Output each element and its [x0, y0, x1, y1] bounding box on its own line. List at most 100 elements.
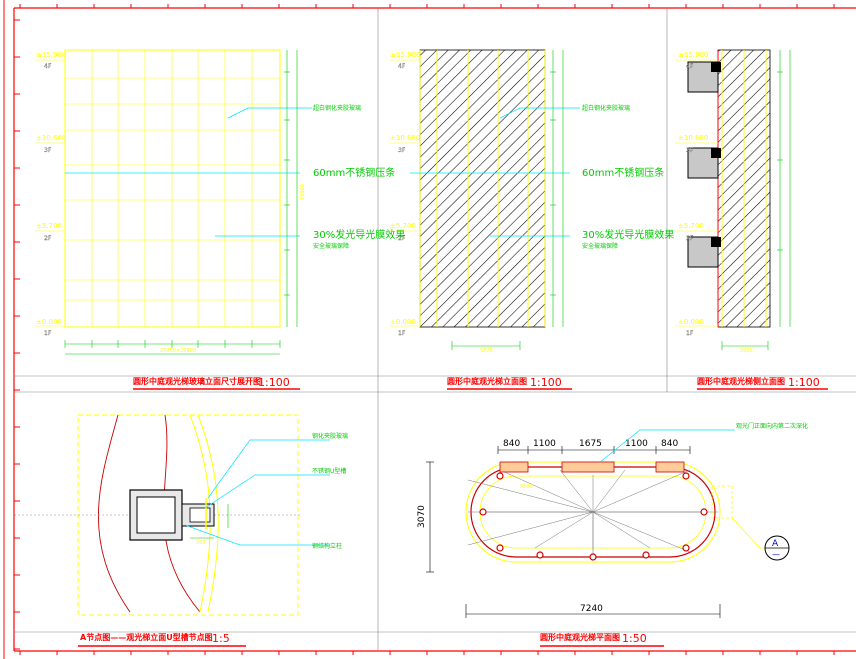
bottom-dimension: [65, 343, 280, 355]
panel-glass-elevation: ±15.900 4F ±10.600 3F ±5.700 2F ±0.000 1…: [35, 49, 405, 390]
material-note: 安全玻璃保障: [582, 242, 618, 250]
glass-panel-grid: [65, 50, 280, 327]
level-label: ±10.600: [390, 134, 420, 142]
left-dimension: [426, 461, 434, 573]
leader-line: [599, 429, 735, 463]
panel-detail-node: 钢化夹胶玻璃 不锈钢U型槽 钢结构立柱 200 A节点图——观光梯立面U型槽节点…: [14, 414, 348, 647]
top-dimension-chain: [497, 446, 691, 454]
dimension-chain: [550, 50, 564, 327]
detail-dimension: [190, 504, 229, 539]
bottom-dimension: [721, 341, 769, 350]
material-note: 超白钢化夹胶玻璃: [582, 104, 630, 112]
floor-slabs: [687, 61, 721, 268]
drawing-scale: 1:100: [788, 376, 820, 389]
drawing-scale: 1:5: [212, 632, 230, 645]
sheet-frame: [3, 0, 856, 659]
curved-wall-line: [97, 414, 131, 613]
radial-line: [467, 511, 594, 546]
dimension-chain: [284, 50, 298, 327]
detail-callout-box: [711, 485, 733, 519]
material-note: 不锈钢U型槽: [312, 467, 346, 475]
radial-line: [467, 479, 594, 513]
floor-label: 1F: [686, 330, 694, 337]
column-node: [496, 544, 504, 552]
dimension-text: 840: [503, 439, 520, 449]
column-node: [642, 551, 650, 559]
material-note: 60mm不锈钢压条: [313, 166, 395, 179]
level-label: ±0.000: [678, 318, 704, 326]
floor-label: 3F: [44, 147, 52, 154]
drawing-title: 圆形中庭观光梯玻璃立面尺寸展开图: [133, 376, 261, 386]
floor-label: 4F: [686, 63, 694, 70]
dimension-text: 1100: [533, 439, 556, 449]
level-label: ±10.600: [36, 134, 66, 142]
leader-line: [184, 524, 330, 546]
radial-line: [499, 469, 594, 513]
panel-side-elevation: ±15.900 4F ±10.600 3F ±5.700 2F ±0.000 1…: [675, 49, 828, 390]
floor-label: 2F: [398, 235, 406, 242]
door-opening: [561, 461, 615, 473]
callout-leader: [731, 517, 766, 549]
column-nodes: [479, 472, 708, 561]
dimension-text: 1100: [625, 439, 648, 449]
radial-line: [534, 511, 594, 549]
dimension-text: 840: [661, 439, 678, 449]
drawing-title: 圆形中庭观光梯立面图: [447, 376, 527, 386]
level-label: ±15.900: [390, 51, 420, 59]
material-note: 30%发光导光膜效果: [313, 228, 405, 241]
steel-column-inner: [136, 496, 176, 534]
glass-wall-outline: [64, 49, 281, 328]
door-opening: [655, 461, 685, 473]
column-node: [700, 508, 708, 516]
panel-plan: 840 1100 1675 1100 840 3070 7240 3500 观光…: [417, 422, 808, 647]
leader-line: [204, 474, 330, 509]
bottom-dimension-ticks: [64, 340, 281, 348]
mullions: [721, 50, 767, 327]
dimension-text: 7240: [580, 604, 603, 614]
door-opening: [499, 461, 529, 473]
drawing-title: 圆形中庭观光梯平面图: [540, 632, 620, 642]
drawing-title: 圆形中庭观光梯侧立面图: [697, 376, 785, 386]
hatched-glass-wall: [419, 49, 546, 328]
material-note: 钢化夹胶玻璃: [312, 432, 348, 440]
floor-label: 2F: [686, 235, 694, 242]
level-label: ±5.700: [36, 222, 62, 230]
radial-line: [592, 469, 691, 513]
level-marks: [390, 59, 420, 327]
leader-line: [207, 439, 330, 499]
level-label: ±5.700: [678, 222, 704, 230]
column-node: [479, 508, 487, 516]
radial-lines: [467, 469, 718, 555]
radial-line: [559, 469, 594, 513]
drawing-scale: 1:50: [622, 632, 647, 645]
level-marks: [675, 59, 718, 327]
column-node: [536, 551, 544, 559]
floor-label: 4F: [398, 63, 406, 70]
dimension-text: 3070: [417, 505, 427, 528]
material-note: 超白钢化夹胶玻璃: [313, 104, 361, 112]
bottom-dimension: [451, 341, 521, 350]
dimension-text: 3500: [520, 484, 533, 490]
mullions: [419, 50, 546, 327]
column-node: [682, 544, 690, 552]
material-note: 钢结构立柱: [312, 542, 342, 550]
level-label: ±0.000: [36, 318, 62, 326]
dimension-chain: [777, 50, 791, 327]
bottom-dimension: [465, 604, 721, 618]
floor-label: 1F: [398, 330, 406, 337]
drawing-title: A节点图——观光梯立面U型槽节点图: [80, 632, 213, 642]
leader-line: [499, 107, 580, 119]
leader-line: [227, 107, 312, 119]
radial-line: [592, 469, 626, 513]
section-marker-letter: A: [772, 539, 779, 549]
level-label: ±15.900: [678, 51, 708, 59]
section-marker-sheet: —: [772, 550, 780, 559]
dimension-text: 28800=28800: [160, 348, 196, 354]
panel-front-elevation: ±15.900 4F ±10.600 3F ±5.700 2F ±0.000 1…: [390, 49, 674, 390]
column-node: [589, 553, 597, 561]
curved-glass-line: [197, 414, 219, 613]
structure-ring: [470, 466, 716, 558]
dimension-text: 200: [196, 540, 206, 546]
level-label: ±0.000: [390, 318, 416, 326]
